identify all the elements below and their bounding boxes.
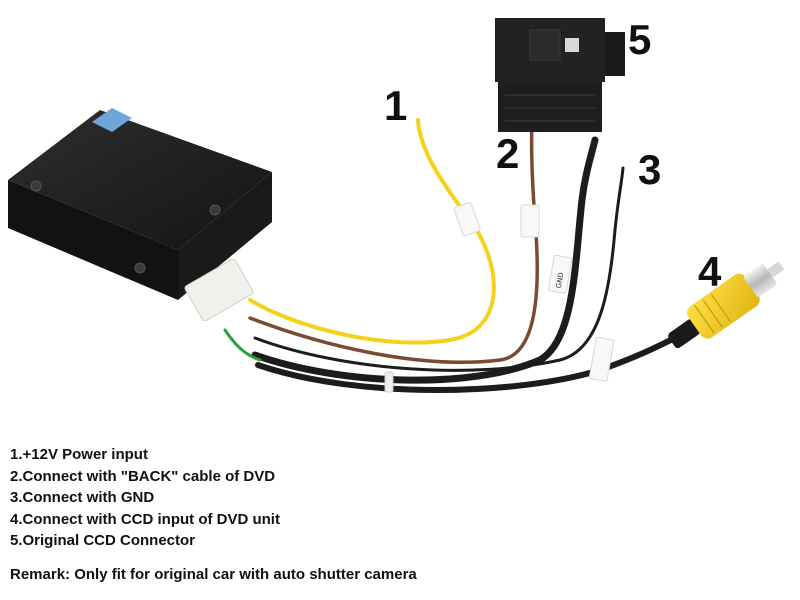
ccd-connector xyxy=(495,18,625,132)
remark-text: Remark: Only fit for original car with a… xyxy=(10,566,417,583)
callout-5: 5 xyxy=(628,16,651,63)
tag-rca xyxy=(588,336,615,382)
tag-yellow xyxy=(453,201,481,237)
screw-icon xyxy=(209,204,221,216)
legend-list: 1.+12V Power input 2.Connect with "BACK"… xyxy=(10,444,280,552)
cable-rca-black xyxy=(255,335,678,393)
pin-header xyxy=(184,258,254,322)
wire-gnd-black xyxy=(253,166,625,372)
wire-back-brown xyxy=(248,106,539,364)
legend-item-2: 2.Connect with "BACK" cable of DVD xyxy=(10,467,276,485)
rca-plug xyxy=(668,262,784,349)
screw-icon xyxy=(30,180,42,192)
tag-brown xyxy=(520,204,540,238)
interface-box xyxy=(8,108,272,322)
legend-item-3: 3.Connect with GND xyxy=(10,489,155,506)
callout-2: 2 xyxy=(496,130,519,177)
wire-12v-yellow xyxy=(248,118,496,345)
callout-3: 3 xyxy=(638,146,661,193)
callout-1: 1 xyxy=(384,82,407,129)
wire-green xyxy=(223,328,262,362)
wiring-diagram: GND xyxy=(8,16,784,393)
legend-item-5: 5.Original CCD Connector xyxy=(10,532,196,549)
legend-item-4: 4.Connect with CCD input of DVD unit xyxy=(10,510,280,528)
tag-gnd-label: GND xyxy=(555,272,566,289)
connector-latch xyxy=(565,38,579,52)
tag-gnd: GND xyxy=(547,254,573,294)
legend-item-1: 1.+12V Power input xyxy=(10,446,148,463)
cable-connector-black xyxy=(251,136,599,384)
cable-tie xyxy=(384,371,394,393)
callout-4: 4 xyxy=(698,248,722,295)
screw-icon xyxy=(134,262,146,274)
box-label-sticker xyxy=(92,108,132,132)
